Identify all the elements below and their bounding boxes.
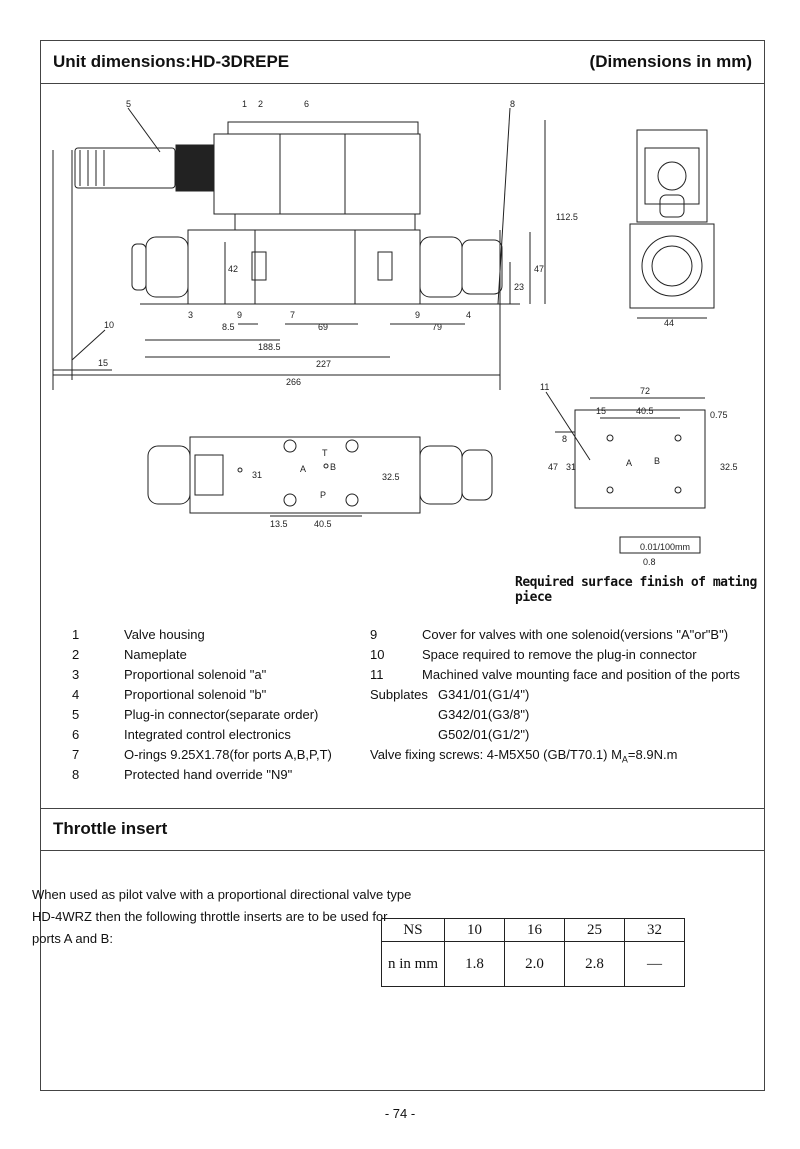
tolerance: 0.01/100mm [640, 542, 690, 552]
dim-266: 266 [286, 377, 301, 387]
dim-79: 79 [432, 322, 442, 332]
top-view [147, 436, 493, 517]
subplates-row: G342/01(G3/8") [438, 707, 530, 722]
dim-8-5: 8.5 [222, 322, 235, 332]
dim-47-face: 47 [548, 462, 558, 472]
port-p: P [320, 490, 326, 500]
dim-227: 227 [316, 359, 331, 369]
table-row: n in mm 1.8 2.0 2.8 — [381, 941, 685, 987]
table-header-row: NS 10 16 25 32 [381, 918, 685, 942]
callout-3: 3 [188, 310, 193, 320]
face-port-b: B [654, 456, 660, 466]
callout-1: 1 [242, 99, 247, 109]
face-port-a: A [626, 458, 632, 468]
dim-112-5: 112.5 [556, 212, 578, 222]
roughness: 0.8 [643, 557, 656, 567]
dimensions-header: Unit dimensions:HD-3DREPE (Dimensions in… [41, 41, 764, 84]
callout-2: 2 [258, 99, 263, 109]
callout-9b: 9 [415, 310, 420, 320]
dim-72: 72 [640, 386, 650, 396]
surface-note: Required surface finish of mating piece [515, 575, 757, 605]
units-note: (Dimensions in mm) [589, 52, 752, 71]
dim-15-face: 15 [596, 406, 606, 416]
dim-31-face: 31 [566, 462, 576, 472]
dim-31: 31 [252, 470, 262, 480]
dim-8: 8 [562, 434, 567, 444]
throttle-table: NS 10 16 25 32 n in mm 1.8 2.0 2.8 — [381, 918, 685, 987]
callout-10: 10 [104, 320, 114, 330]
callout-6: 6 [304, 99, 309, 109]
mounting-face [545, 391, 706, 554]
dimension-drawing: 42 8.5 69 79 188.5 227 266 15 112.5 47 2… [52, 99, 738, 567]
end-view [629, 129, 715, 319]
dim-40-5-face: 40.5 [636, 406, 654, 416]
dim-69: 69 [318, 322, 328, 332]
dim-13-5: 13.5 [270, 519, 288, 529]
dim-32-5-face: 32.5 [720, 462, 738, 472]
port-b: B [330, 462, 336, 472]
page-frame: Unit dimensions:HD-3DREPE (Dimensions in… [40, 40, 765, 1091]
section-title: Unit dimensions:HD-3DREPE [53, 52, 290, 71]
section-divider [41, 808, 764, 809]
dim-44: 44 [664, 318, 674, 328]
page-number: - 74 - [384, 1106, 416, 1121]
dim-188-5: 188.5 [258, 342, 281, 352]
dim-0-75: 0.75 [710, 410, 728, 420]
callout-11: 11 [540, 382, 549, 392]
callout-4: 4 [466, 310, 471, 320]
dim-47: 47 [534, 264, 544, 274]
port-a: A [300, 464, 306, 474]
port-t: T [322, 448, 328, 458]
dim-23: 23 [514, 282, 524, 292]
dim-42: 42 [228, 264, 238, 274]
side-view [52, 107, 546, 390]
screws-row: Valve fixing screws: 4-M5X50 (GB/T70.1) … [370, 747, 678, 765]
dim-32-5: 32.5 [382, 472, 400, 482]
dim-40-5: 40.5 [314, 519, 332, 529]
dim-15: 15 [98, 358, 108, 368]
throttle-paragraph: When used as pilot valve with a proporti… [32, 887, 412, 946]
subplates-row: G502/01(G1/2") [438, 727, 530, 742]
throttle-header: Throttle insert [41, 808, 764, 851]
callout-7: 7 [290, 310, 295, 320]
throttle-title: Throttle insert [53, 819, 168, 838]
callout-5: 5 [126, 99, 131, 109]
callout-8: 8 [510, 99, 515, 109]
callout-9a: 9 [237, 310, 242, 320]
